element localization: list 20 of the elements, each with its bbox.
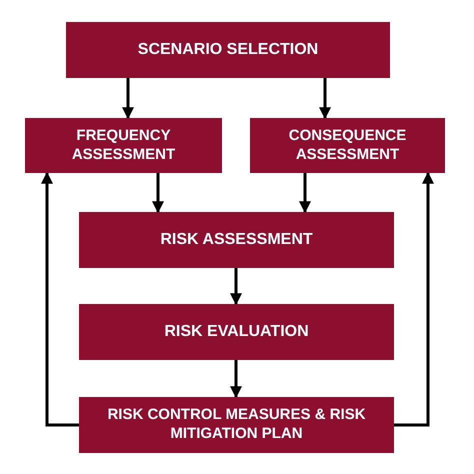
arrow (299, 173, 311, 214)
process-box (250, 118, 445, 173)
arrow (152, 173, 164, 214)
box-label: RISK EVALUATION (164, 322, 309, 342)
arrow (122, 78, 134, 120)
box-label: RISK CONTROL MEASURES & RISK MITIGATION PLAN (106, 406, 367, 444)
process-box (25, 118, 222, 173)
arrow (394, 172, 434, 426)
arrow (41, 172, 79, 426)
box-label: SCENARIO SELECTION (138, 40, 318, 60)
box-label: FREQUENCY ASSESSMENT (70, 126, 176, 164)
arrow (230, 268, 242, 306)
process-box (79, 304, 394, 360)
box-label: CONSEQUENCE ASSESSMENT (288, 126, 408, 164)
arrow (319, 78, 331, 120)
process-box (79, 397, 394, 453)
process-box (66, 22, 390, 78)
arrow (230, 360, 242, 398)
process-box (79, 212, 394, 268)
box-label: RISK ASSESSMENT (160, 230, 313, 250)
